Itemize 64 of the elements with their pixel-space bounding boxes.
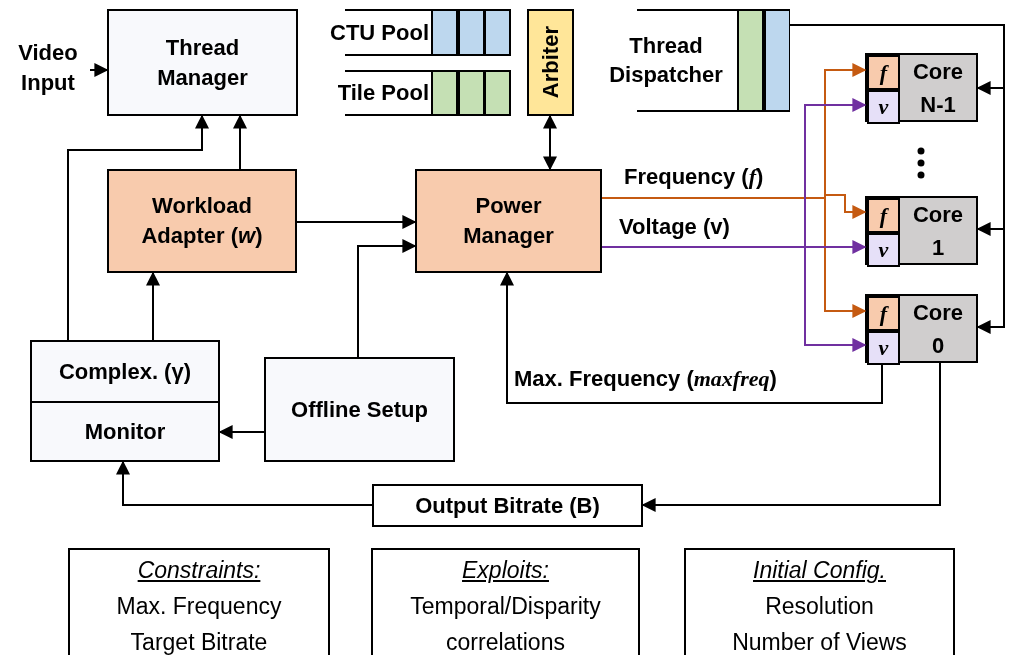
arrow bbox=[116, 460, 373, 506]
process-box bbox=[264, 357, 455, 462]
port-symbol: f bbox=[879, 201, 888, 230]
monitor-box bbox=[30, 340, 220, 462]
arrow bbox=[89, 63, 109, 77]
port-symbol: f bbox=[879, 58, 888, 87]
core-label: Core 0 bbox=[911, 298, 965, 360]
arrow bbox=[357, 239, 417, 358]
frequency-port-box bbox=[867, 55, 900, 90]
arrow bbox=[500, 271, 883, 404]
note-heading: Constraints: bbox=[137, 556, 261, 585]
port-symbol: f bbox=[879, 299, 888, 328]
arrow bbox=[601, 197, 867, 318]
box-label: Arbiter bbox=[536, 26, 564, 99]
arrow bbox=[233, 114, 247, 170]
process-box bbox=[415, 169, 602, 273]
note-text: Number of Views bbox=[732, 628, 907, 655]
voltage-port-box bbox=[867, 90, 900, 124]
arrow bbox=[601, 246, 867, 352]
voltage-port-box bbox=[867, 331, 900, 365]
box-label: Monitor bbox=[83, 418, 167, 446]
note-box bbox=[68, 548, 330, 655]
frequency-port-box bbox=[867, 198, 900, 233]
frequency-port-box bbox=[867, 296, 900, 331]
box-label: Offline Setup bbox=[290, 395, 429, 424]
box-label: Power Manager bbox=[462, 192, 555, 250]
voltage-port-box bbox=[867, 233, 900, 267]
edge-label: Voltage (v) bbox=[618, 214, 731, 240]
note-text: Target Bitrate bbox=[130, 628, 268, 655]
port-symbol: v bbox=[878, 93, 889, 122]
core-label: Core 1 bbox=[911, 200, 965, 262]
arrow bbox=[67, 114, 209, 341]
process-box bbox=[372, 484, 643, 527]
edge-label: Max. Frequency (maxfreq) bbox=[513, 366, 778, 392]
note-box bbox=[684, 548, 955, 655]
queue-label: Tile Pool bbox=[337, 79, 429, 108]
port-symbol: v bbox=[878, 334, 889, 363]
arrow bbox=[543, 114, 557, 171]
core-box bbox=[865, 294, 978, 363]
core-box bbox=[865, 53, 978, 122]
note-box bbox=[371, 548, 640, 655]
note-heading: Exploits: bbox=[462, 556, 549, 585]
core-box bbox=[865, 196, 978, 265]
arrow bbox=[641, 362, 941, 512]
arbiter-box bbox=[527, 9, 574, 116]
note-text: Max. Frequency bbox=[116, 592, 282, 621]
arrow bbox=[296, 215, 417, 229]
arrow bbox=[218, 425, 265, 439]
process-box bbox=[107, 9, 298, 116]
arrow bbox=[146, 271, 160, 341]
note-heading: Initial Config. bbox=[753, 556, 886, 585]
box-label: Complex. (γ) bbox=[58, 358, 192, 386]
box-label: Workload Adapter (w) bbox=[140, 192, 264, 250]
input-label: Video Input bbox=[17, 39, 79, 97]
box-label: Output Bitrate (B) bbox=[414, 491, 601, 520]
queue-label: Thread Dispatcher bbox=[608, 31, 724, 90]
port-symbol: v bbox=[878, 236, 889, 265]
process-box bbox=[107, 169, 297, 273]
note-text: Temporal/Disparity correlations bbox=[409, 592, 602, 655]
core-label: Core N-1 bbox=[911, 57, 965, 119]
edge-label: Frequency (f) bbox=[623, 164, 765, 190]
note-text: Resolution bbox=[765, 592, 874, 621]
queue-label: CTU Pool bbox=[330, 18, 429, 47]
box-label: Thread Manager bbox=[156, 33, 249, 92]
